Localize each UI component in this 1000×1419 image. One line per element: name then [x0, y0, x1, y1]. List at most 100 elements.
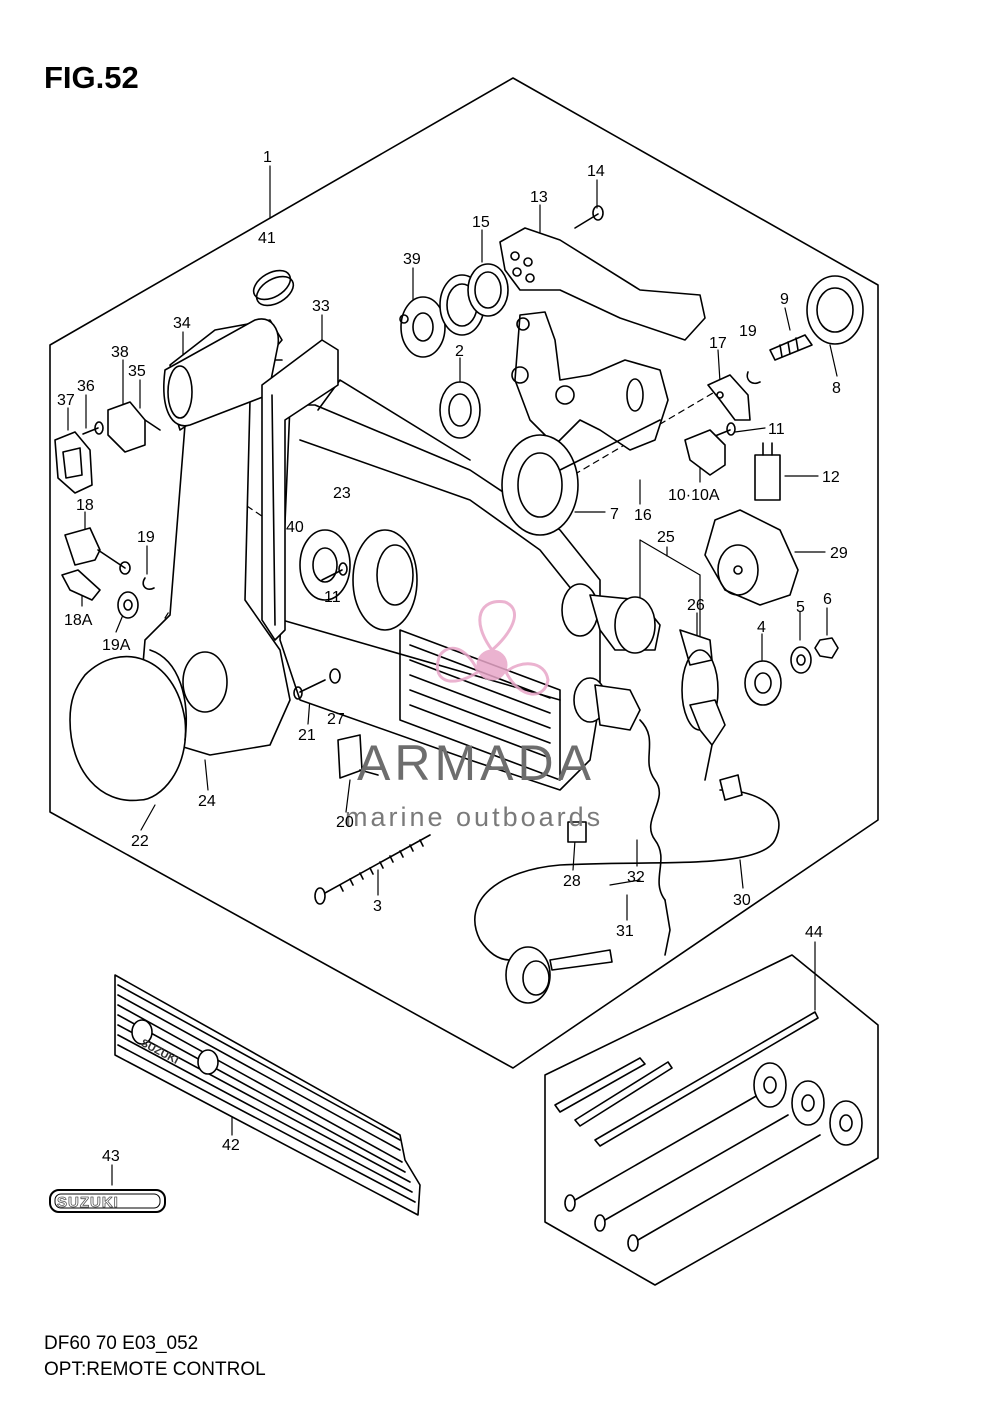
- part-label: 26: [687, 597, 705, 614]
- plate-13: [499, 227, 706, 341]
- model-code: DF60 70 E03_052: [44, 1333, 199, 1354]
- screw-11-lower: [321, 562, 348, 581]
- part-label: 35: [128, 363, 146, 380]
- clip-19: [746, 371, 761, 385]
- figure-subtitle: OPT:REMOTE CONTROL: [44, 1359, 266, 1380]
- part-label: 7: [610, 506, 619, 523]
- grommet-4: [744, 660, 782, 706]
- badge-text: SUZUKI: [57, 1194, 119, 1211]
- part-label: 40: [286, 519, 304, 536]
- part-label: 41: [258, 230, 276, 247]
- part-label: 31: [616, 923, 634, 940]
- part-label: 19A: [102, 637, 131, 654]
- screw-3: [314, 834, 431, 905]
- harness-30: [474, 774, 780, 1004]
- part-label: 38: [111, 344, 129, 361]
- part-label: 28: [563, 873, 581, 890]
- part-label: 30: [733, 892, 751, 909]
- detent-23: [352, 529, 418, 631]
- part-label: 6: [823, 591, 832, 608]
- stop-switch: [573, 677, 671, 956]
- bracket-17: [707, 374, 751, 421]
- part-label: 12: [822, 469, 840, 486]
- clip-28: [567, 821, 587, 843]
- knob-18A: [61, 569, 101, 601]
- screw-36: [82, 421, 104, 435]
- switch-10: [684, 429, 726, 476]
- part-label: 29: [830, 545, 848, 562]
- part-label: 17: [709, 335, 727, 352]
- part-label: 44: [805, 924, 823, 941]
- key-26: [681, 649, 726, 781]
- washer-19A: [117, 591, 139, 619]
- nut-6: [814, 637, 839, 659]
- kit-44-contents: [554, 1011, 863, 1252]
- handle-grip-34: [163, 318, 280, 427]
- washer-15: [439, 263, 509, 336]
- part-label: 37: [57, 392, 75, 409]
- part-label: 8: [832, 380, 841, 397]
- part-label: 21: [298, 727, 316, 744]
- disc-39: [399, 296, 446, 358]
- watermark-tagline: marine outboards: [345, 802, 603, 832]
- lever-bracket-33: [261, 339, 339, 641]
- part-label: 13: [530, 189, 548, 206]
- part-label: 16: [634, 507, 652, 524]
- part-label: 3: [373, 898, 382, 915]
- washer-5: [790, 646, 812, 674]
- part-label: 43: [102, 1148, 120, 1165]
- part-label: 15: [472, 214, 490, 231]
- kit-frame: [544, 954, 879, 1286]
- knob-18: [64, 527, 131, 575]
- switch-35: [107, 401, 161, 453]
- lever-cover-22: [69, 649, 188, 802]
- part-label: 19: [137, 529, 155, 546]
- spring-41: [252, 269, 295, 307]
- screw-14: [574, 205, 604, 229]
- control-housing: [279, 379, 601, 791]
- gear-40: [299, 529, 351, 601]
- part-label: 23: [333, 485, 351, 502]
- part-label: 14: [587, 163, 605, 180]
- part-label: 5: [796, 599, 805, 616]
- part-label: 18: [76, 497, 94, 514]
- part-label: 18A: [64, 612, 93, 629]
- part-label: 4: [757, 619, 766, 636]
- bolt-9: [769, 334, 813, 361]
- cam-plate-16: [511, 311, 669, 451]
- switch-plate-37: [54, 431, 93, 494]
- suzuki-badge-43: SUZUKI: [49, 1189, 166, 1213]
- panel-42: SUZUKI: [114, 974, 421, 1216]
- clip-19-left: [142, 577, 155, 590]
- bushing-2: [439, 381, 481, 439]
- clip-20: [337, 734, 379, 779]
- figure-title: FIG.52: [44, 60, 139, 95]
- part-label: 2: [455, 343, 464, 360]
- washer-27: [329, 668, 341, 684]
- part-label: 19: [739, 323, 757, 340]
- part-label: 33: [312, 298, 330, 315]
- part-label: 25: [657, 529, 675, 546]
- part-label: 20: [336, 814, 354, 831]
- watermark-brand: ARMADA: [357, 735, 595, 791]
- key-switch-25: [561, 583, 713, 666]
- screw-21: [293, 679, 326, 700]
- part-label: 11: [324, 589, 341, 606]
- part-label: 10·10A: [668, 487, 720, 504]
- part-label: 32: [627, 869, 645, 886]
- part-label: 24: [198, 793, 216, 810]
- part-label: 1: [263, 149, 272, 166]
- part-label: 39: [403, 251, 421, 268]
- part-label: 22: [131, 833, 149, 850]
- part-label: 42: [222, 1137, 240, 1154]
- main-assembly-frame: [49, 77, 879, 1069]
- grommet-8: [806, 275, 864, 345]
- part-label: 34: [173, 315, 191, 332]
- washer-7: [501, 419, 661, 536]
- cover-29: [704, 509, 799, 606]
- part-label: 27: [327, 711, 345, 728]
- part-number-labels: 1 41 14 13 15 39 9 33 34 2 17 19 8 38 35…: [57, 149, 848, 1165]
- part-label: 11: [768, 421, 785, 438]
- watermark-logo-icon: [435, 600, 550, 696]
